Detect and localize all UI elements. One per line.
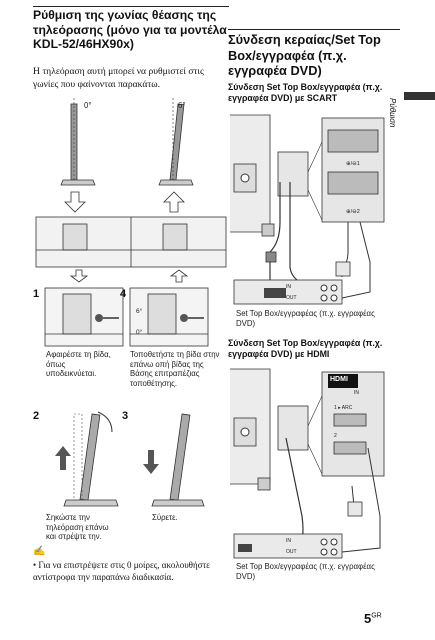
hdmi-connection-diagram	[230, 368, 385, 559]
scart-out-label: OUT	[286, 295, 297, 301]
angle-section-title: Ρύθμιση της γωνίας θέασης της τηλεόρασης…	[33, 8, 227, 51]
angle-0-label: 0°	[84, 101, 92, 110]
step-1-number: 1	[33, 288, 40, 300]
hdmi-in-port-label: IN	[286, 538, 291, 544]
scart-av2-label: ⊕/⊖2	[346, 209, 360, 215]
step-4-label-0: 0°	[136, 329, 143, 336]
angle-transition-arrows	[35, 191, 227, 283]
hdmi-out-port-label: OUT	[286, 549, 297, 555]
hdmi-arc-label: 1 ▸ ARC	[334, 405, 353, 411]
step-4-screw-insert-figure	[129, 287, 209, 347]
step-3-text: Σύρετε.	[152, 513, 178, 522]
top-rule-right	[228, 29, 400, 30]
angle-intro-text: Η τηλεόραση αυτή μπορεί να ρυθμιστεί στι…	[33, 66, 204, 90]
scart-heading: Σύνδεση Set Top Box/εγγραφέα (π.χ. εγγρα…	[228, 82, 383, 103]
scart-connection-diagram	[230, 112, 390, 305]
note-icon: ✍	[33, 546, 46, 557]
hdmi-port2-label: 2	[334, 433, 337, 439]
scart-caption: Set Top Box/εγγραφέας (π.χ. εγγραφέας DV…	[236, 309, 375, 328]
section-tab-marker	[404, 92, 435, 100]
angle-6-label: 6°	[178, 101, 186, 110]
step-2-text: Σηκώστε την τηλεόραση επάνω και στρέψτε …	[46, 513, 109, 541]
step-3-slide-figure	[143, 413, 205, 507]
page-number-value: 5	[364, 611, 372, 626]
hdmi-logo: HDMI	[330, 376, 348, 383]
step-1-screw-removal-figure	[44, 287, 124, 347]
note-text: • Για να επιστρέψετε στις 0 μοίρες, ακολ…	[33, 560, 210, 582]
hdmi-heading: Σύνδεση Set Top Box/εγγραφέα (π.χ. εγγρα…	[228, 338, 383, 359]
step-4-label-6: 6°	[136, 308, 143, 315]
step-1-text: Αφαιρέστε τη βίδα, όπως υποδεικνύεται.	[46, 350, 111, 378]
hdmi-in-label: IN	[354, 390, 359, 396]
step-3-number: 3	[122, 410, 129, 422]
step-4-text: Τοποθετήστε τη βίδα στην επάνω οπή βίδας…	[130, 350, 220, 388]
page-number: 5GR	[364, 611, 382, 626]
scart-av1-label: ⊕/⊖1	[346, 161, 360, 167]
scart-in-label: IN	[286, 284, 291, 290]
tv-side-angle-figure	[33, 96, 229, 186]
hdmi-caption: Set Top Box/εγγραφέας (π.χ. εγγραφέας DV…	[236, 562, 375, 581]
step-4-number: 4	[120, 288, 127, 300]
page-lang-code: GR	[371, 612, 382, 620]
step-2-number: 2	[33, 410, 40, 422]
step-2-lift-tilt-figure	[55, 411, 119, 507]
connection-section-title: Σύνδεση κεραίας/Set Top Box/εγγραφέα (π.…	[228, 32, 381, 78]
top-rule-left	[33, 6, 229, 7]
